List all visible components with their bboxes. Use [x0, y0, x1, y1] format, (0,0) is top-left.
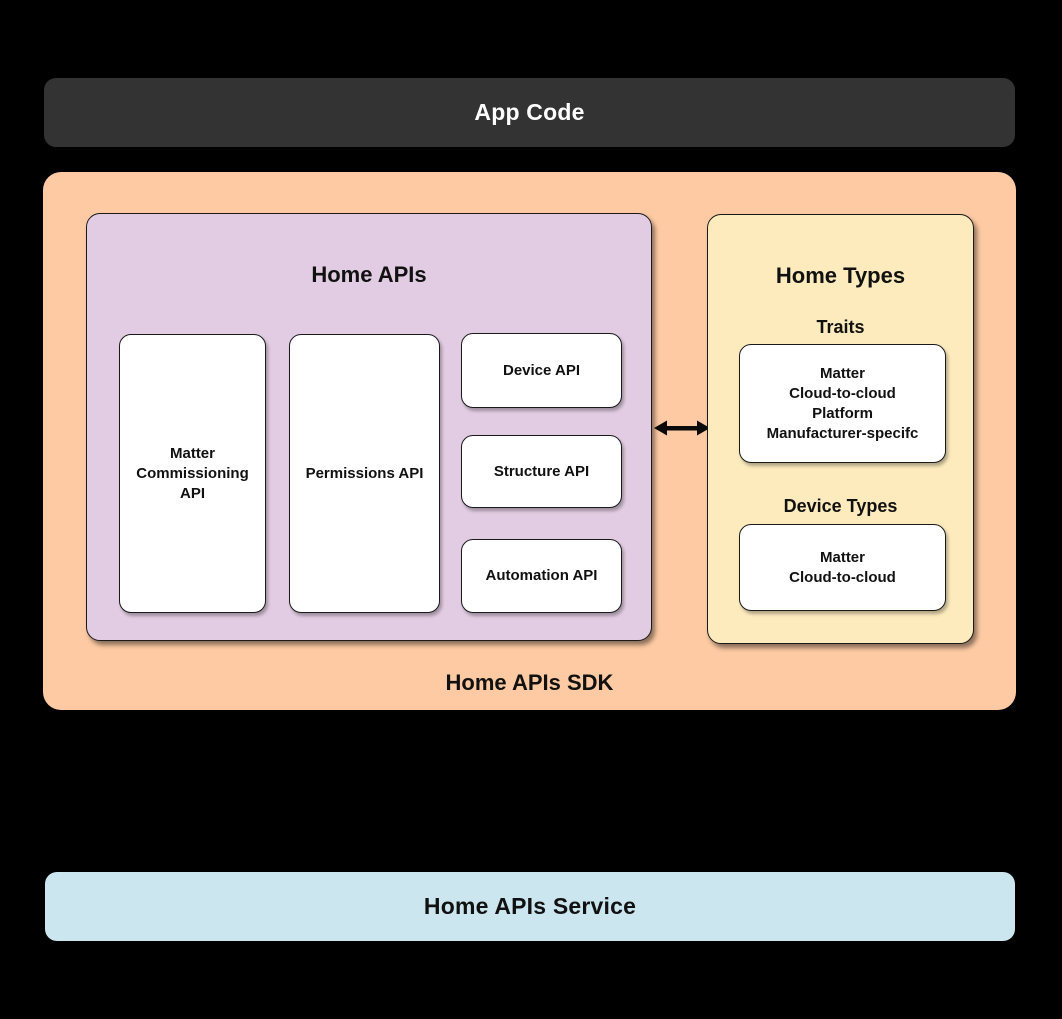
structure-api-box: Structure API — [461, 435, 622, 508]
device-api-label: Device API — [503, 361, 580, 379]
matter-commissioning-api-label: Matter Commissioning API — [136, 444, 249, 502]
home-apis-title: Home APIs — [311, 262, 427, 287]
device-api-box: Device API — [461, 333, 622, 408]
home-apis-service-bar: Home APIs Service — [45, 872, 1015, 941]
device-types-items: Matter Cloud-to-cloud — [789, 548, 896, 586]
traits-box: Matter Cloud-to-cloud Platform Manufactu… — [739, 344, 946, 463]
permissions-api-label: Permissions API — [305, 464, 424, 482]
device-types-box: Matter Cloud-to-cloud — [739, 524, 946, 611]
home-apis-panel: Home APIs Matter Commissioning API Permi… — [86, 213, 652, 641]
permissions-api-box: Permissions API — [289, 334, 440, 613]
device-types-label: Device Types — [783, 496, 898, 516]
automation-api-label: Automation API — [485, 567, 598, 584]
app-code-bar: App Code — [44, 78, 1015, 147]
app-code-label: App Code — [474, 99, 585, 125]
bidirectional-arrow-icon — [654, 420, 710, 436]
home-apis-service-label: Home APIs Service — [423, 893, 637, 919]
structure-api-label: Structure API — [493, 462, 590, 480]
matter-commissioning-api-box: Matter Commissioning API — [119, 334, 266, 613]
home-apis-sdk-label: Home APIs SDK — [445, 670, 614, 695]
home-apis-sdk-panel: Home APIs Matter Commissioning API Permi… — [43, 172, 1016, 710]
traits-items: Matter Cloud-to-cloud Platform Manufactu… — [766, 364, 919, 442]
automation-api-box: Automation API — [461, 539, 622, 613]
home-types-panel: Home Types Traits Matter Cloud-to-cloud … — [707, 214, 974, 644]
home-types-title: Home Types — [775, 263, 906, 288]
traits-label: Traits — [816, 317, 865, 337]
